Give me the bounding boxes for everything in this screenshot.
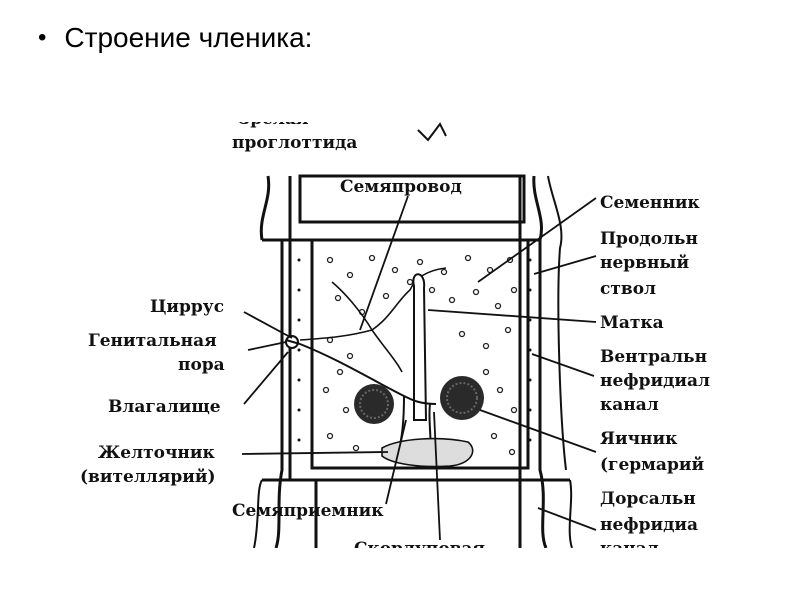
label-ventral-1: Вентральн (600, 347, 707, 367)
label-cirrus: Циррус (150, 297, 224, 317)
vas-deferens (299, 267, 447, 373)
ovary (354, 376, 484, 424)
label-zheltochnik-1: Желточник (98, 443, 215, 463)
label-prodol-1: Продольн (600, 229, 698, 249)
label-skorlupovaya: Скорлуповая (354, 539, 485, 559)
label-vlagalishche: Влагалище (108, 397, 221, 417)
upper-segment (298, 174, 526, 224)
upper-segment-edge (259, 175, 543, 241)
label-yaichnik-1: Яичник (600, 429, 678, 449)
vitellarium (381, 437, 474, 468)
uterus (412, 273, 428, 421)
vagina (299, 343, 437, 405)
label-semyapriemnik: Семяприемник (232, 501, 384, 521)
label-dorsal-3: канал (600, 539, 659, 559)
label-semyaprovod: Семяпровод (340, 177, 462, 197)
label-genital-2: пора (178, 355, 225, 375)
cirrus (285, 339, 301, 345)
label-semennik: Семенник (600, 193, 700, 213)
label-zheltochnik-2: (вителлярий) (80, 467, 216, 487)
label-proglottid: проглоттида (232, 133, 357, 153)
label-prodol-3: ствол (600, 279, 656, 299)
slide-title: • Строение членика: (38, 22, 312, 54)
slide-title-text: Строение членика: (64, 22, 313, 53)
label-dorsal-2: нефридиа (600, 515, 698, 535)
label-prodol-2: нервный (600, 253, 689, 273)
label-matka: Матка (600, 313, 664, 333)
label-dorsal-1: Дорсальн (600, 489, 696, 509)
label-yaichnik-2: (гермарий (600, 455, 704, 475)
leader-lines (241, 195, 597, 541)
nephridial-dots (297, 258, 532, 442)
label-top-partial: Зрелая (238, 109, 309, 129)
label-ventral-2: нефридиал (600, 371, 710, 391)
bullet-icon: • (38, 24, 47, 51)
mark-icon (417, 122, 447, 142)
segment-wall-left (274, 176, 292, 548)
label-genital-1: Генитальная (88, 331, 217, 351)
segment-body (310, 238, 530, 470)
label-ventral-3: канал (600, 395, 659, 415)
diagram-figure: Зрелая проглоттида Семяпровод Семенник П… (80, 109, 710, 559)
